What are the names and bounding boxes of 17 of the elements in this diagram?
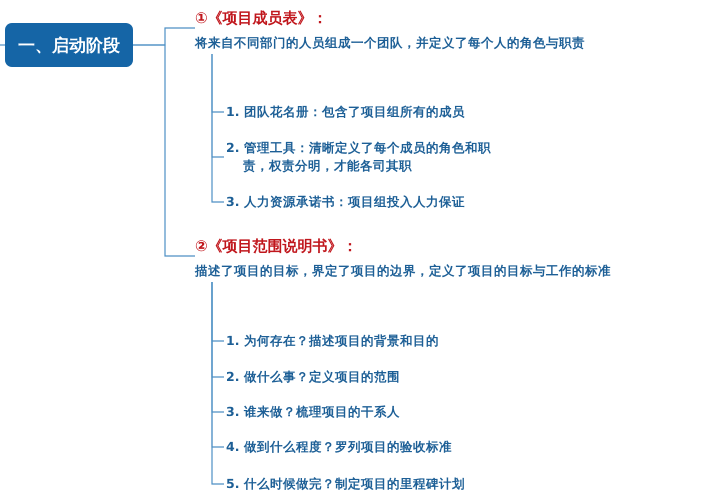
topic-description: 将来自不同部门的人员组成一个团队，并定义了每个人的角色与职责 <box>195 34 586 52</box>
list-item: 1. 为何存在？描述项目的背景和目的 <box>226 332 526 350</box>
list-item: 5. 什么时候做完？制定项目的里程碑计划 <box>226 475 546 493</box>
list-item: 2. 做什么事？定义项目的范围 <box>226 368 526 386</box>
list-item: 3. 谁来做？梳理项目的干系人 <box>226 403 526 421</box>
connector-line <box>211 54 224 203</box>
topic-heading: ②《项目范围说明书》： <box>195 236 359 256</box>
stage-box: 一、启动阶段 <box>5 23 133 67</box>
list-item: 2. 管理工具：清晰定义了每个成员的角色和职责，权责分明，才能各司其职 <box>226 139 511 175</box>
list-item: 1. 团队花名册：包含了项目组所有的成员 <box>226 103 526 121</box>
topic-description: 描述了项目的目标，界定了项目的边界，定义了项目的目标与工作的标准 <box>195 262 612 280</box>
connector-line <box>211 282 224 485</box>
list-item: 4. 做到什么程度？罗列项目的验收标准 <box>226 438 526 456</box>
connector-line <box>0 44 5 46</box>
topic-heading: ①《项目成员表》： <box>195 8 329 28</box>
connector-line <box>133 44 195 257</box>
list-item: 3. 人力资源承诺书：项目组投入人力保证 <box>226 193 526 211</box>
